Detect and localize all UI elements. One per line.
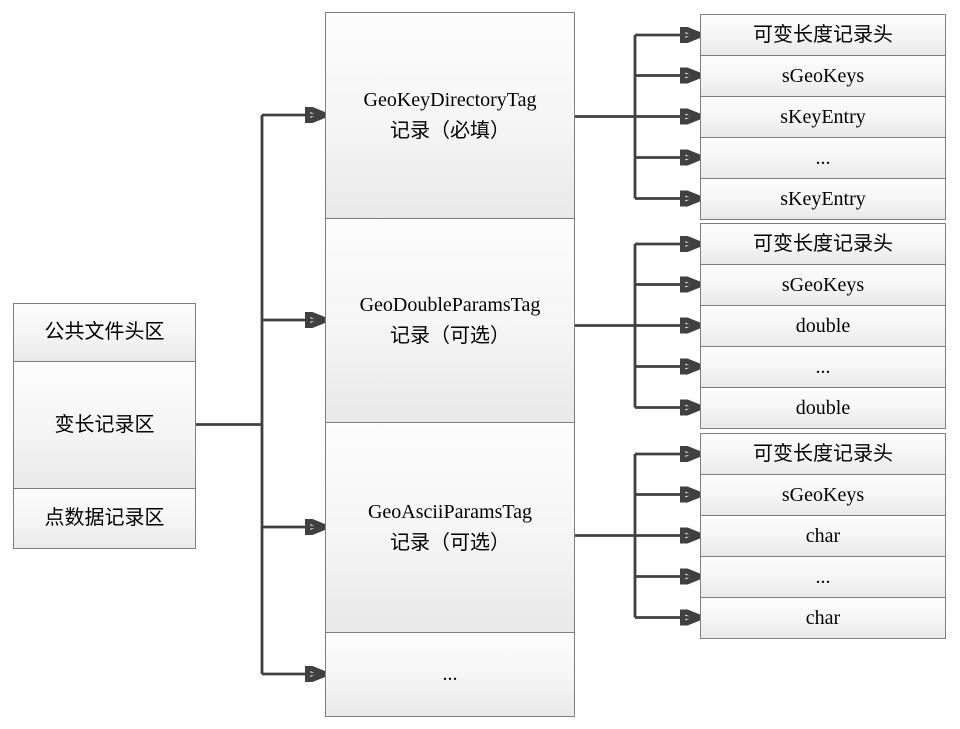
section-geodoubleparamstag: GeoDoubleParamsTag 记录（可选） bbox=[326, 218, 574, 422]
tag-title: GeoAsciiParamsTag bbox=[367, 500, 533, 523]
record-row-label: 可变长度记录头 bbox=[753, 232, 893, 255]
record-row-label: 可变长度记录头 bbox=[753, 442, 893, 465]
section-point-data-records: 点数据记录区 bbox=[14, 488, 195, 548]
record-row: 可变长度记录头 bbox=[701, 15, 945, 55]
record-row: sGeoKeys bbox=[701, 55, 945, 96]
record-row: 可变长度记录头 bbox=[701, 434, 945, 474]
record-row: sKeyEntry bbox=[701, 178, 945, 219]
record-row: char bbox=[701, 515, 945, 556]
record-row-label: char bbox=[805, 524, 841, 547]
record-row-label: double bbox=[795, 314, 851, 337]
tag-subtitle: 记录（可选） bbox=[390, 531, 510, 554]
tag-title: GeoKeyDirectoryTag bbox=[363, 88, 537, 111]
tag-subtitle: 记录（必填） bbox=[390, 119, 510, 142]
section-label: 公共文件头区 bbox=[44, 321, 165, 343]
record-row: double bbox=[701, 305, 945, 346]
record-row: sGeoKeys bbox=[701, 264, 945, 305]
record-row: 可变长度记录头 bbox=[701, 224, 945, 264]
stack1-connector-group bbox=[574, 35, 698, 199]
left-connector-group bbox=[195, 115, 323, 674]
section-label: 点数据记录区 bbox=[44, 507, 165, 529]
record-row-label: sKeyEntry bbox=[780, 187, 866, 210]
record-row-label: char bbox=[805, 606, 841, 629]
record-row: ... bbox=[701, 346, 945, 387]
record-row-label: double bbox=[795, 396, 851, 419]
record-row: sKeyEntry bbox=[701, 96, 945, 137]
record-row-label: sKeyEntry bbox=[780, 105, 866, 128]
section-geokeydirectorytag: GeoKeyDirectoryTag 记录（必填） bbox=[326, 13, 574, 218]
tag-title: ... bbox=[442, 663, 458, 685]
record-row-label: ... bbox=[815, 355, 831, 378]
record-row-label: ... bbox=[815, 565, 831, 588]
section-ellipsis: ... bbox=[326, 632, 574, 716]
section-geoasciiparamstag: GeoAsciiParamsTag 记录（可选） bbox=[326, 422, 574, 632]
section-variable-length-records: 变长记录区 bbox=[14, 361, 195, 488]
stack2-connector-group bbox=[574, 244, 698, 408]
record-stack-geokeydirectory: 可变长度记录头 sGeoKeys sKeyEntry ... sKeyEntry bbox=[700, 14, 946, 220]
file-structure-box: 公共文件头区 变长记录区 点数据记录区 bbox=[13, 303, 196, 549]
section-label: 变长记录区 bbox=[54, 413, 155, 436]
tag-title: GeoDoubleParamsTag bbox=[359, 293, 541, 316]
record-stack-geoasciiparams: 可变长度记录头 sGeoKeys char ... char bbox=[700, 433, 946, 639]
tag-subtitle: 记录（可选） bbox=[390, 324, 510, 347]
record-row: ... bbox=[701, 137, 945, 178]
record-row: double bbox=[701, 387, 945, 428]
record-row: char bbox=[701, 597, 945, 638]
geo-tags-box: GeoKeyDirectoryTag 记录（必填） GeoDoubleParam… bbox=[325, 12, 575, 717]
record-row-label: sGeoKeys bbox=[781, 483, 865, 506]
record-row-label: sGeoKeys bbox=[781, 273, 865, 296]
section-public-file-header: 公共文件头区 bbox=[14, 304, 195, 361]
record-stack-geodoubleparams: 可变长度记录头 sGeoKeys double ... double bbox=[700, 223, 946, 429]
record-row: ... bbox=[701, 556, 945, 597]
record-row-label: sGeoKeys bbox=[781, 64, 865, 87]
record-row: sGeoKeys bbox=[701, 474, 945, 515]
stack3-connector-group bbox=[574, 454, 698, 618]
record-row-label: 可变长度记录头 bbox=[753, 23, 893, 46]
record-row-label: ... bbox=[815, 146, 831, 169]
